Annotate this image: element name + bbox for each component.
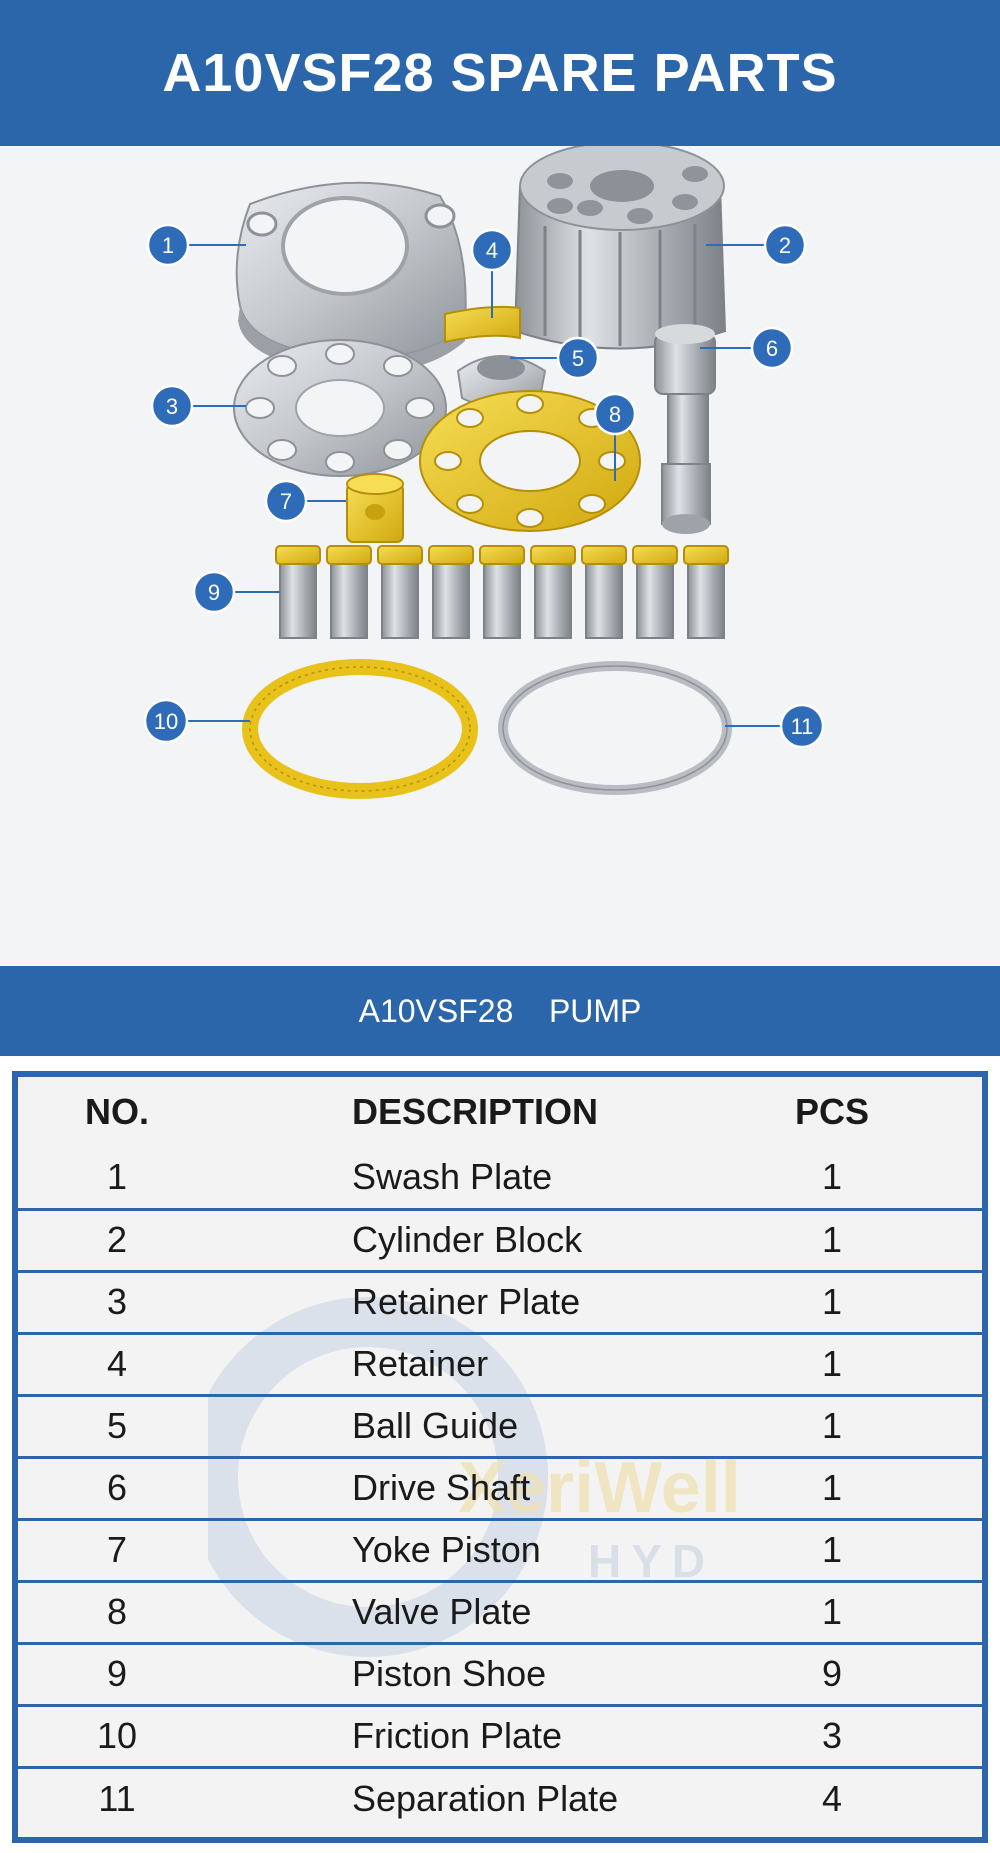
row-no: 2 xyxy=(106,1219,128,1260)
retainer-plate-illustration xyxy=(233,339,447,477)
row-description: Drive Shaft xyxy=(352,1467,531,1508)
row-no: 10 xyxy=(96,1715,138,1756)
friction-plate-illustration xyxy=(242,659,478,799)
row-no: 3 xyxy=(106,1281,128,1322)
callout-8-label: 8 xyxy=(609,402,621,427)
callout-11-label: 11 xyxy=(791,714,814,739)
drive-shaft-illustration xyxy=(654,324,716,534)
table-row: 9 Piston Shoe 9 xyxy=(18,1643,982,1705)
callout-3-label: 3 xyxy=(166,394,178,419)
row-description: Valve Plate xyxy=(352,1591,532,1632)
row-pcs: 9 xyxy=(821,1653,843,1694)
yoke-piston-illustration xyxy=(346,473,404,543)
callout-1-label: 1 xyxy=(162,233,174,258)
callout-2: 2 xyxy=(763,223,807,267)
valve-plate-illustration xyxy=(419,390,641,532)
row-no: 5 xyxy=(106,1405,128,1446)
header-description: DESCRIPTION xyxy=(352,1091,599,1132)
table-row: 10 Friction Plate 3 xyxy=(18,1705,982,1767)
row-pcs: 1 xyxy=(821,1219,843,1260)
callout-4-label: 4 xyxy=(486,238,498,263)
callout-6: 6 xyxy=(750,326,794,370)
table-row: 8 Valve Plate 1 xyxy=(18,1581,982,1643)
parts-table: NO. DESCRIPTION PCS 1 Swash Plate 1 2 Cylin… xyxy=(18,1077,982,1829)
table-row: 6 Drive Shaft 1 xyxy=(18,1457,982,1519)
callout-2-label: 2 xyxy=(779,233,791,258)
exploded-parts-diagram: 1 2 3 4 5 6 7 8 9 10 11 xyxy=(0,146,1000,966)
callout-5-label: 5 xyxy=(572,346,584,371)
row-pcs: 1 xyxy=(821,1156,843,1198)
row-description: Friction Plate xyxy=(352,1715,563,1756)
row-description: Cylinder Block xyxy=(352,1219,583,1260)
callout-10: 10 xyxy=(143,698,189,744)
row-pcs: 1 xyxy=(821,1405,843,1446)
row-description: Swash Plate xyxy=(352,1156,553,1198)
row-description: Retainer xyxy=(352,1343,489,1384)
callout-9: 9 xyxy=(192,570,236,614)
row-no: 7 xyxy=(106,1529,128,1570)
callout-8: 8 xyxy=(593,392,637,436)
table-header-row: NO. DESCRIPTION PCS xyxy=(18,1077,982,1147)
callout-11: 11 xyxy=(779,703,825,749)
callout-7-label: 7 xyxy=(280,489,292,514)
header-pcs: PCS xyxy=(794,1091,870,1132)
section-title: A10VSF28 PUMP xyxy=(358,992,642,1029)
row-description: Yoke Piston xyxy=(352,1529,541,1570)
title-bar: A10VSF28 SPARE PARTS xyxy=(0,0,1000,146)
callout-6-label: 6 xyxy=(766,336,778,361)
row-description: Retainer Plate xyxy=(352,1281,581,1322)
row-pcs: 1 xyxy=(821,1529,843,1570)
page-title: A10VSF28 SPARE PARTS xyxy=(162,43,838,103)
separation-plate-illustration xyxy=(498,661,732,795)
row-pcs: 1 xyxy=(821,1467,843,1508)
table-row: 11 Separation Plate 4 xyxy=(18,1767,982,1829)
table-row: 5 Ball Guide 1 xyxy=(18,1395,982,1457)
row-description: Separation Plate xyxy=(352,1777,619,1819)
callout-7: 7 xyxy=(264,479,308,523)
row-pcs: 4 xyxy=(821,1777,843,1819)
row-pcs: 1 xyxy=(821,1343,843,1384)
row-pcs: 1 xyxy=(821,1591,843,1632)
table-row: 3 Retainer Plate 1 xyxy=(18,1271,982,1333)
retainer-illustration xyxy=(444,305,521,344)
row-no: 1 xyxy=(106,1156,128,1198)
callout-5: 5 xyxy=(556,336,600,380)
row-description: Ball Guide xyxy=(352,1405,519,1446)
row-no: 9 xyxy=(106,1653,128,1694)
parts-illustration: 1 2 3 4 5 6 7 8 9 10 11 xyxy=(143,146,825,799)
table-row: 4 Retainer 1 xyxy=(18,1333,982,1395)
cylinder-block-illustration xyxy=(513,146,727,350)
table-row: 1 Swash Plate 1 xyxy=(18,1147,982,1209)
table-row: 2 Cylinder Block 1 xyxy=(18,1209,982,1271)
callout-9-label: 9 xyxy=(208,580,220,605)
pump-section-bar: A10VSF28 PUMP xyxy=(0,966,1000,1056)
header-no: NO. xyxy=(84,1091,149,1132)
row-no: 8 xyxy=(106,1591,128,1632)
row-pcs: 1 xyxy=(821,1281,843,1322)
callout-10-label: 10 xyxy=(154,709,178,734)
callout-1: 1 xyxy=(146,223,190,267)
callout-3: 3 xyxy=(150,384,194,428)
row-no: 6 xyxy=(106,1467,128,1508)
table-row: 7 Yoke Piston 1 xyxy=(18,1519,982,1581)
row-no: 11 xyxy=(98,1777,136,1819)
row-description: Piston Shoe xyxy=(352,1653,547,1694)
callout-4: 4 xyxy=(470,228,514,272)
piston-shoes-illustration xyxy=(275,545,729,639)
row-pcs: 3 xyxy=(821,1715,843,1756)
row-no: 4 xyxy=(106,1343,128,1384)
